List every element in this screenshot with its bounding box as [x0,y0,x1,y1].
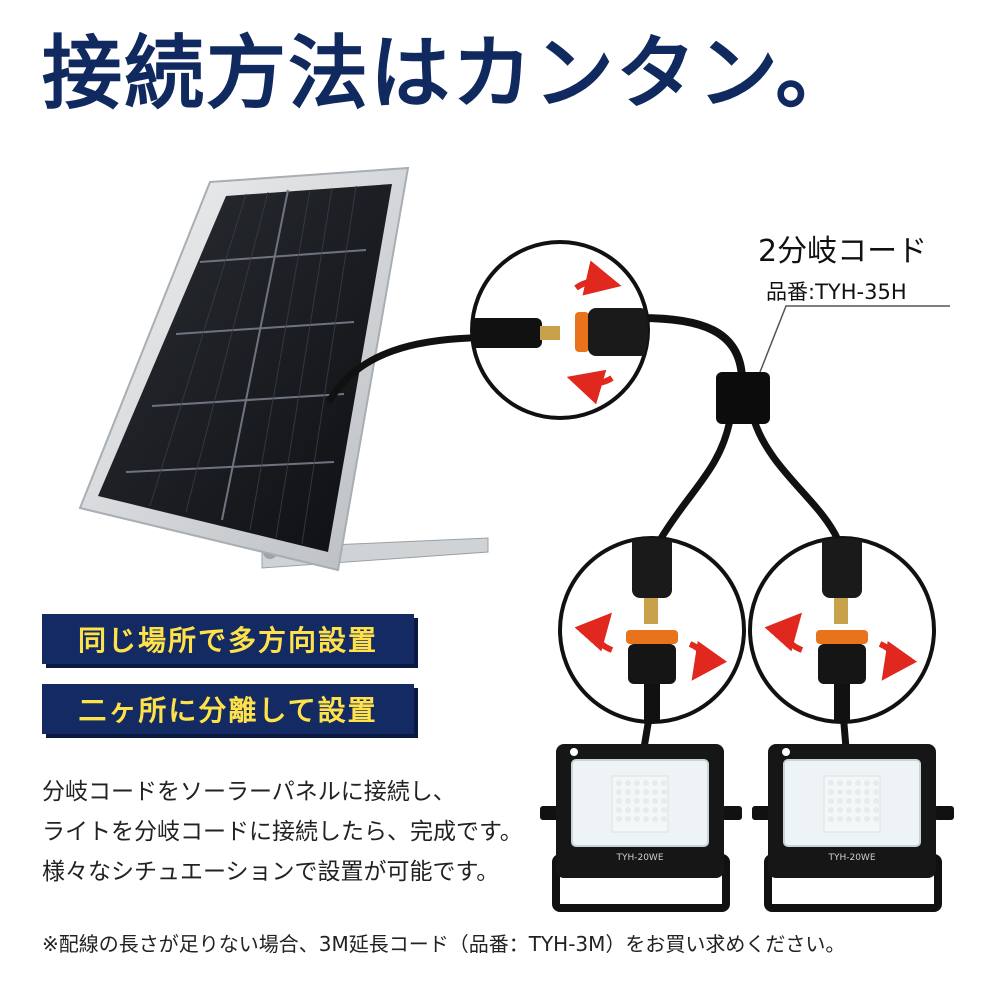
description-line: 様々なシチュエーションで設置が可能です。 [42,859,500,885]
connector-detail-left [558,536,746,724]
cord-label-leader [759,305,950,373]
description-text: 分岐コードをソーラーパネルに接続し、 ライトを分岐コードに接続したら、完成です。… [42,772,562,892]
solar-panel [78,166,410,572]
cord-title: 2分岐コード [758,234,928,269]
page-headline: 接続方法はカンタン。 [42,27,858,120]
floodlight-right: TYH-20WE [752,744,954,912]
description-line: 分岐コードをソーラーパネルに接続し、 [42,779,456,805]
cord-model-number: 品番:TYH-35H [766,280,907,304]
feature-badge-separate-places: 二ヶ所に分離して設置 [42,684,414,734]
description-line: ライトを分岐コードに接続したら、完成です。 [42,819,523,845]
connector-detail-top [470,240,650,420]
floodlight-model-label: TYH-20WE [615,853,663,863]
floodlight-model-label: TYH-20WE [827,853,875,863]
feature-badge-same-place: 同じ場所で多方向設置 [42,614,414,664]
connector-detail-right [748,536,936,724]
footnote: ※配線の長さが足りない場合、3M延長コード（品番：TYH-3M）をお買い求めくだ… [42,932,846,956]
floodlight-left: TYH-20WE [540,744,742,912]
splitter-junction [716,372,770,424]
